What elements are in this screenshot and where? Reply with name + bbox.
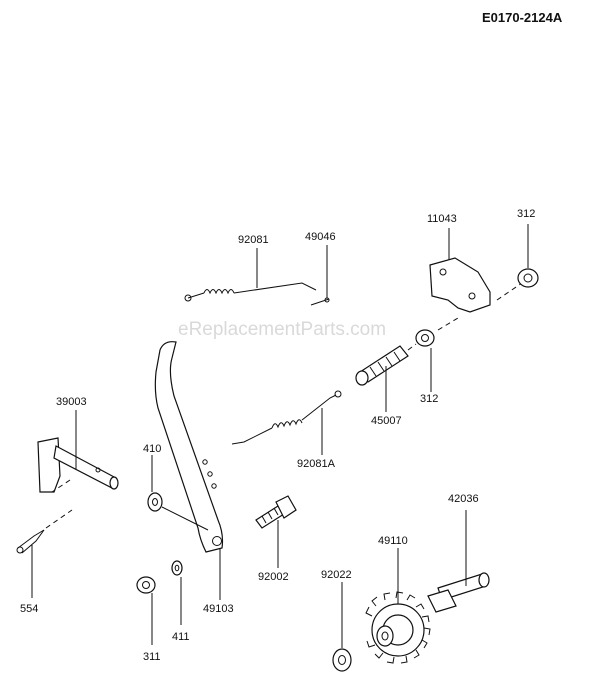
washer-410[interactable] — [147, 492, 163, 512]
lever-49103[interactable] — [154, 341, 224, 553]
washer-92022[interactable] — [332, 648, 352, 672]
bracket-11043[interactable] — [429, 257, 491, 313]
label-45007: 45007 — [371, 415, 402, 427]
label-39003: 39003 — [56, 396, 87, 408]
gear-49110[interactable] — [365, 591, 431, 664]
shaft-39003[interactable] — [37, 437, 119, 493]
nut-311[interactable] — [136, 576, 156, 594]
label-92002: 92002 — [258, 571, 289, 583]
diagram-code: E0170-2124A — [482, 10, 563, 25]
label-49103: 49103 — [203, 603, 234, 615]
label-11043: 11043 — [427, 213, 457, 225]
label-554: 554 — [20, 603, 38, 615]
cotter-pin-554[interactable] — [16, 529, 45, 554]
shaft-42036[interactable] — [427, 572, 490, 613]
label-312-top: 312 — [517, 208, 535, 220]
label-411: 411 — [172, 631, 190, 643]
label-92081A: 92081A — [297, 458, 336, 470]
spring-92081A[interactable] — [231, 390, 342, 445]
label-49046: 49046 — [305, 231, 336, 243]
axis-312-mid — [437, 317, 459, 331]
label-42036: 42036 — [448, 493, 479, 505]
bolt-45007[interactable] — [355, 345, 409, 386]
spring-92081[interactable] — [184, 282, 317, 302]
label-410: 410 — [143, 443, 161, 455]
axis-410 — [161, 506, 209, 531]
axis-45007 — [407, 343, 417, 351]
watermark: eReplacementParts.com — [178, 319, 386, 340]
axis-39003 — [51, 479, 71, 493]
axis-312-top — [496, 282, 523, 301]
label-92081: 92081 — [238, 234, 269, 246]
label-311: 311 — [143, 651, 161, 663]
label-312-mid: 312 — [420, 393, 438, 405]
axis-554 — [45, 509, 73, 529]
pin-49046[interactable] — [310, 297, 330, 306]
bolt-92002[interactable] — [255, 495, 297, 529]
washer-411[interactable] — [171, 560, 183, 576]
label-92022: 92022 — [321, 569, 352, 581]
nut-312-mid[interactable] — [415, 329, 435, 347]
label-49110: 49110 — [378, 535, 408, 547]
nut-312-top[interactable] — [517, 268, 539, 288]
